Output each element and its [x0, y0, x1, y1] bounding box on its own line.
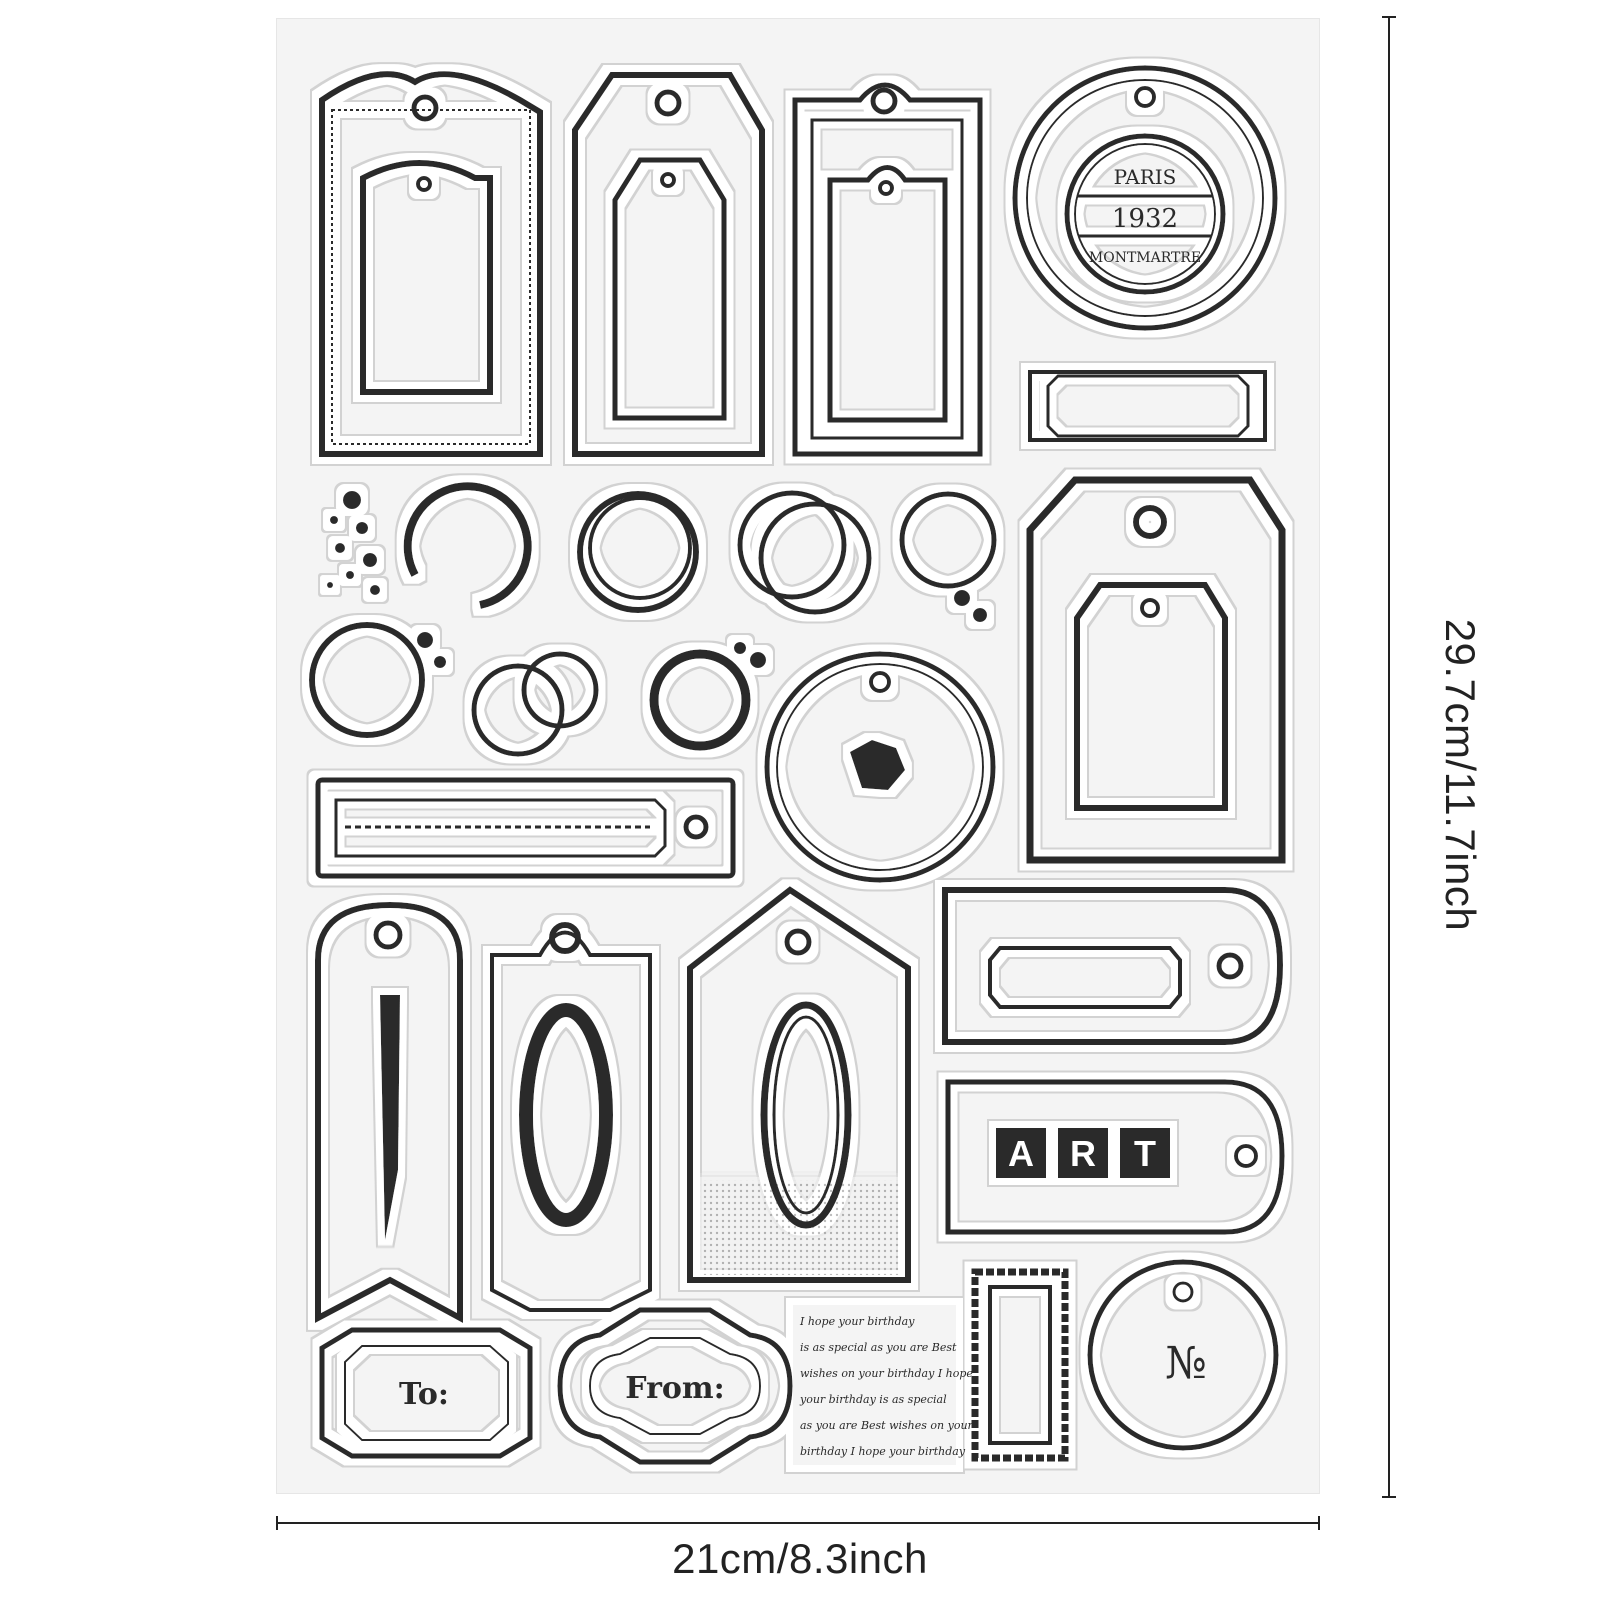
- script-line: is as special as you are Best: [800, 1341, 957, 1354]
- tag-art: [945, 1079, 1285, 1235]
- width-dimension-line: [276, 1516, 1320, 1530]
- coffee-ring-3: [737, 490, 872, 615]
- script-line: wishes on your birthday I hope: [800, 1367, 973, 1380]
- paris-seal-tag: [1012, 65, 1278, 331]
- art-letter-r: R: [1070, 1133, 1096, 1174]
- art-letter-a: A: [1008, 1133, 1034, 1174]
- coffee-ring-5: [309, 622, 446, 738]
- number-sign: №: [1165, 1338, 1207, 1389]
- tag-large-right: [1026, 476, 1286, 864]
- ink-splatter-1: [327, 491, 380, 595]
- art-letter-t: T: [1134, 1133, 1156, 1174]
- to-label-frame: [319, 1327, 533, 1459]
- script-line: birthday I hope your birthday: [800, 1445, 966, 1458]
- script-line: I hope your birthday: [799, 1315, 915, 1328]
- tag-notched-3: [792, 82, 983, 457]
- tag-arched-ribbon: [315, 901, 463, 1324]
- seal-bottom-text: MONTMARTRE: [1089, 250, 1201, 266]
- tag-oval-ink: [490, 922, 652, 1312]
- postage-stamp-frame: [971, 1268, 1069, 1462]
- coffee-ring-1: [403, 482, 532, 609]
- long-strip-tag: [315, 777, 736, 879]
- coffee-ring-7: [649, 642, 766, 751]
- tag-pointed-2: [572, 72, 765, 457]
- width-dimension-label: 21cm/8.3inch: [672, 1535, 928, 1582]
- tag-pointed-oval: [687, 886, 911, 1283]
- script-text-block: [793, 1305, 956, 1465]
- seal-top-text: PARIS: [1114, 165, 1177, 189]
- height-dimension-label: 29.7cm/11.7inch: [1437, 618, 1484, 932]
- from-label-frame: [557, 1307, 793, 1465]
- to-label: To:: [399, 1377, 449, 1412]
- seal-year: 1932: [1112, 204, 1178, 234]
- from-label: From:: [625, 1371, 724, 1406]
- script-lines: I hope your birthday is as special as yo…: [799, 1315, 974, 1458]
- round-tag-splatter: [764, 651, 996, 883]
- tag-rounded-right: [942, 887, 1284, 1045]
- tag-wavy-top-1: [319, 71, 543, 457]
- script-line: as you are Best wishes on your: [800, 1419, 974, 1432]
- coffee-ring-4: [899, 491, 997, 622]
- coffee-ring-2: [577, 491, 699, 613]
- script-line: your birthday is as special: [799, 1393, 947, 1406]
- label-bar-small: [1028, 370, 1267, 442]
- coffee-ring-6: [471, 651, 599, 757]
- height-dimension-line: [1382, 16, 1396, 1498]
- round-tag-number: [1087, 1259, 1279, 1451]
